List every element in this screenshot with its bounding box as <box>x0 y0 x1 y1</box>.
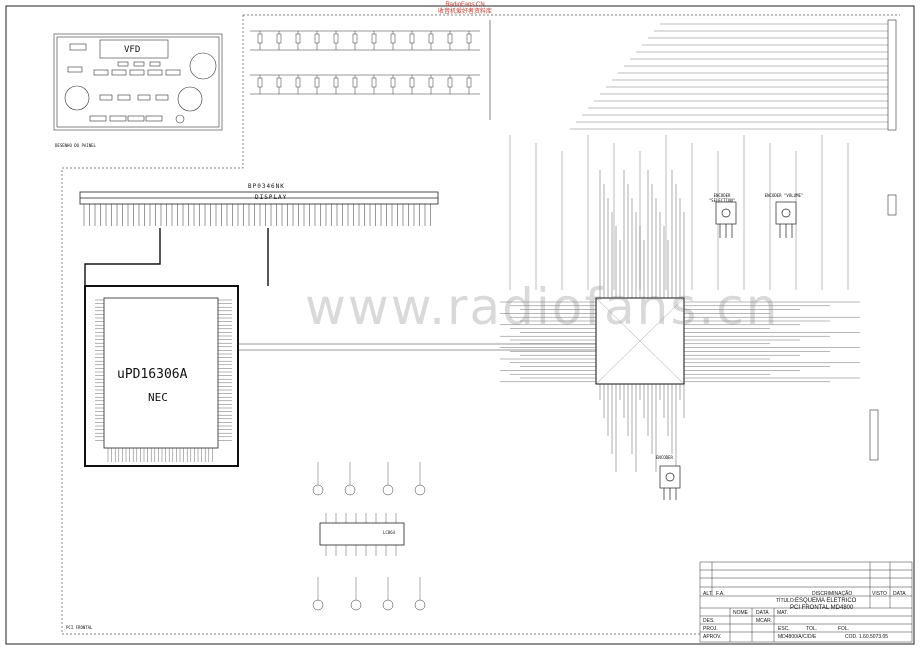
lower-ic-label: LC864 <box>383 530 396 535</box>
display-title: DISPLAY <box>255 194 288 201</box>
encoder-volume <box>775 201 797 238</box>
tb-code: COD. 1.60.5073.05 <box>845 634 889 640</box>
tb-titulo: TÍTULO: <box>776 598 796 604</box>
front-panel-drawing <box>53 33 223 131</box>
lower-transistor-area <box>312 462 426 611</box>
tb-nome: NOME <box>733 610 748 616</box>
vfd-label: VFD <box>124 45 141 55</box>
driver-ic-maker: NEC <box>148 391 168 404</box>
site-header: RadioFans.CN 收音机爱好者资料库 <box>438 2 492 16</box>
tb-data: DATA <box>893 591 906 597</box>
tb-data2: DATA <box>756 610 769 616</box>
key-matrix-cells <box>257 31 472 94</box>
board-outline <box>61 14 900 635</box>
tb-ea: F.A. <box>716 591 725 597</box>
watermark: www.radiofans.cn <box>305 278 780 336</box>
tb-mat: MAT. <box>777 610 789 616</box>
tb-proj: PROJ. <box>703 626 718 632</box>
encoder-third-label: ENCODER <box>656 455 673 460</box>
display-connector <box>79 191 439 205</box>
tb-title-line1: ESQUEMA ELETRICO <box>795 598 857 604</box>
tb-alt: ALT. <box>703 591 713 597</box>
key-matrix-top <box>250 20 491 120</box>
microcontroller-wiring <box>238 23 888 472</box>
tb-tol: TOL. <box>806 626 818 632</box>
front-panel-caption: DESENHO DO PAINEL <box>55 143 96 148</box>
encoder-volume-label: ENCODER "VOLUME" <box>764 193 804 198</box>
sheet-note: PCI FRONTAL <box>66 625 93 630</box>
tb-title-line2: PCI FRONTAL MD4800 <box>790 605 854 611</box>
sheet-border <box>5 5 915 645</box>
driver-ic <box>84 285 239 467</box>
tb-aprov: APROV. <box>703 634 722 640</box>
display-pins <box>83 204 431 226</box>
right-connector <box>869 19 897 461</box>
encoder-third <box>659 465 681 500</box>
tb-esc: ESC. <box>778 626 790 632</box>
title-block <box>699 561 913 643</box>
tb-des: DES. <box>703 618 715 624</box>
tb-des-value: MCAR. <box>756 618 773 624</box>
encoder-selection-label: ENCODER "SELECTION" <box>708 193 736 203</box>
driver-ic-pins <box>95 299 232 462</box>
display-part: BP0346NK <box>248 183 285 190</box>
display-bus <box>84 228 269 290</box>
tb-discrimination: DISCRIMINAÇÃO <box>812 591 853 597</box>
tb-folha: FOL. <box>838 626 850 632</box>
site-header-line1: RadioFans.CN <box>445 2 485 8</box>
microcontroller <box>595 297 685 385</box>
tb-visto: VISTO <box>872 591 887 597</box>
tb-ref: MD4800/A/C/D/E <box>778 634 817 640</box>
lower-ic <box>319 522 405 546</box>
encoder-selection <box>715 201 737 238</box>
driver-ic-part: uPD16306A <box>117 367 188 382</box>
site-header-line2: 收音机爱好者资料库 <box>438 9 493 15</box>
